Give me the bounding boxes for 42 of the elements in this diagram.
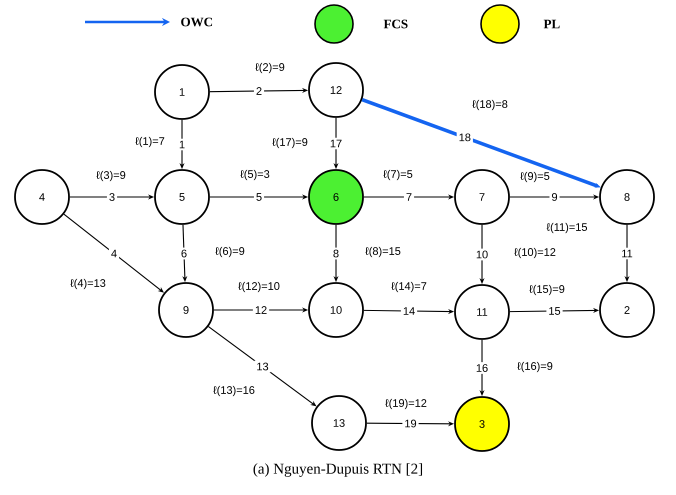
length-label: ℓ(5)=3 <box>239 168 271 182</box>
length-label: ℓ(12)=10 <box>237 280 281 294</box>
edge-label: 9 <box>549 191 560 203</box>
length-label: ℓ(18)=8 <box>471 98 509 112</box>
caption: (a) Nguyen-Dupuis RTN [2] <box>254 463 422 477</box>
length-label: ℓ(14)=7 <box>390 280 428 294</box>
length-label: ℓ(15)=9 <box>528 284 566 296</box>
length-label: ℓ(9)=5 <box>519 170 551 184</box>
edge-label: 5 <box>254 191 264 203</box>
length-label: ℓ(17)=9 <box>271 136 309 150</box>
legend-label: PL <box>544 20 560 28</box>
edge-label: 7 <box>404 191 414 203</box>
edge-label: 12 <box>252 304 270 316</box>
edge-label: 4 <box>108 248 120 260</box>
length-label: ℓ(16)=9 <box>516 360 554 374</box>
edge-label: 17 <box>328 138 344 150</box>
edge-label: 18 <box>456 131 473 144</box>
length-label: ℓ(8)=15 <box>364 246 402 258</box>
length-label: ℓ(19)=12 <box>384 398 428 410</box>
edge-label: 6 <box>178 248 190 260</box>
edge-label: 14 <box>400 305 418 317</box>
length-label: ℓ(4)=13 <box>69 278 107 290</box>
edge-label: 8 <box>330 248 342 260</box>
edge-label: 19 <box>402 418 419 430</box>
edge-label: 2 <box>254 85 264 97</box>
length-label: ℓ(13)=16 <box>212 384 256 398</box>
edge-label: 1 <box>176 138 188 150</box>
length-label: ℓ(7)=5 <box>382 168 414 182</box>
length-label: ℓ(2)=9 <box>254 62 286 74</box>
legend-label: OWC <box>181 18 212 26</box>
edge-label: 16 <box>474 362 490 374</box>
edge-label: 11 <box>619 248 635 260</box>
edge-label: 10 <box>474 248 490 260</box>
length-label: ℓ(10)=12 <box>513 246 557 260</box>
edge-label: 13 <box>254 360 271 372</box>
legend-label: FCS <box>384 20 408 28</box>
length-label: ℓ(3)=9 <box>95 170 127 182</box>
edge-label: 3 <box>106 191 118 203</box>
edge-label: 15 <box>546 305 563 317</box>
length-label: ℓ(1)=7 <box>134 136 166 148</box>
length-label: ℓ(6)=9 <box>214 246 246 258</box>
length-label: ℓ(11)=15 <box>546 222 588 234</box>
